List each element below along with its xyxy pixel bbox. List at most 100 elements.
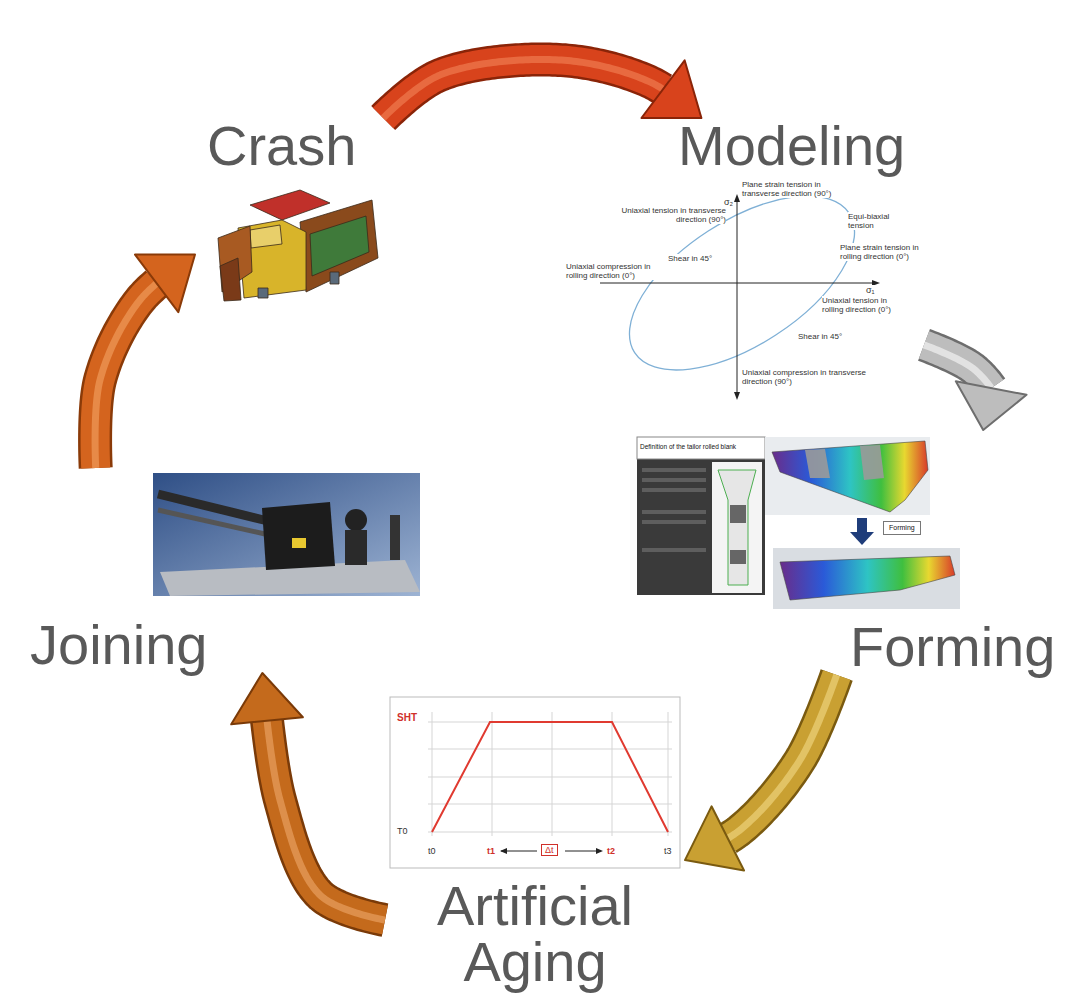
panel-title: Definition of the tailor rolled blank bbox=[640, 443, 762, 450]
arrow-head bbox=[956, 381, 1027, 430]
grid-line bbox=[492, 712, 493, 836]
panel-row bbox=[642, 520, 706, 524]
truck-bed-floor bbox=[310, 216, 369, 276]
tailor-rolled-blank bbox=[718, 470, 756, 585]
temperature-label: T0 bbox=[397, 826, 408, 836]
time-label: t1 bbox=[487, 846, 495, 856]
truck-bracket bbox=[330, 272, 339, 284]
joining-photo bbox=[153, 473, 420, 596]
photo-ground bbox=[153, 473, 420, 596]
time-label: t2 bbox=[607, 846, 615, 856]
truck-model bbox=[218, 190, 378, 301]
temperature-label: SHT bbox=[397, 712, 417, 724]
truck-bed bbox=[300, 200, 378, 292]
duration-label: Δt bbox=[541, 844, 558, 856]
temperature-curve bbox=[432, 722, 668, 832]
stage-node: Forming bbox=[628, 430, 1072, 675]
cycle-arrow bbox=[95, 255, 195, 469]
process-arrow bbox=[857, 518, 867, 532]
chart-frame bbox=[390, 697, 680, 868]
load-case-label: Equi-biaxial tension bbox=[848, 212, 900, 230]
axis-arrowhead bbox=[734, 194, 740, 202]
grid-line bbox=[428, 749, 672, 750]
truck-window bbox=[250, 225, 282, 248]
duration-arrowhead bbox=[596, 848, 603, 854]
process-arrowhead bbox=[850, 532, 874, 545]
blank-zone bbox=[730, 505, 746, 523]
arrow-body bbox=[95, 283, 157, 468]
arrow-highlight bbox=[95, 283, 157, 468]
software-panel bbox=[637, 437, 765, 595]
grid-line bbox=[428, 804, 672, 805]
part-section bbox=[805, 449, 830, 478]
panel-row bbox=[642, 510, 706, 514]
arrow-head bbox=[135, 255, 195, 313]
formed-part bbox=[772, 441, 928, 512]
axis-label: σ₁ bbox=[866, 285, 875, 295]
grid-line bbox=[552, 712, 553, 836]
load-case-label: Plane strain tension in rolling directio… bbox=[840, 243, 920, 261]
grid-line bbox=[428, 777, 672, 778]
arrow-outline bbox=[267, 721, 385, 920]
arrow-body bbox=[728, 675, 837, 838]
clamp-post bbox=[345, 530, 367, 565]
panel-row bbox=[642, 478, 706, 482]
load-case-label: Uniaxial compression in transverse direc… bbox=[742, 368, 872, 386]
panel-row bbox=[642, 488, 706, 492]
stage-node: Crash bbox=[195, 118, 389, 313]
axis-sigma2 bbox=[737, 198, 738, 396]
arrow-head bbox=[231, 673, 303, 724]
grid-line bbox=[668, 712, 669, 836]
grid-line bbox=[432, 712, 433, 836]
load-case-label: Plane strain tension in transverse direc… bbox=[742, 180, 852, 198]
duration-arrowhead bbox=[500, 848, 507, 854]
chart-grid bbox=[428, 712, 672, 836]
panel-header bbox=[637, 437, 765, 459]
duration-arrow bbox=[565, 851, 601, 852]
yield-locus-plot bbox=[600, 161, 883, 404]
stage-label: Modeling bbox=[678, 118, 924, 174]
formed-part bbox=[780, 556, 955, 600]
stage-label: Forming bbox=[850, 619, 1072, 675]
load-case-label: Uniaxial tension in transverse direction… bbox=[618, 206, 726, 224]
arrow-highlight bbox=[267, 721, 385, 920]
stage-label: Artificial Aging bbox=[415, 878, 655, 990]
clamp-knob bbox=[345, 509, 367, 531]
cycle-arrow bbox=[685, 675, 837, 871]
stage-label: Joining bbox=[30, 617, 429, 673]
part-section bbox=[860, 445, 884, 480]
time-label: t0 bbox=[428, 846, 436, 856]
load-case-label: Uniaxial tension in rolling direction (0… bbox=[822, 296, 910, 314]
panel-row bbox=[642, 468, 706, 472]
blank-view bbox=[712, 462, 762, 593]
time-label: t3 bbox=[664, 846, 672, 856]
arrow-highlight bbox=[728, 675, 837, 838]
part-view bbox=[765, 437, 930, 515]
axis-arrowhead bbox=[734, 392, 740, 400]
fixture-rod bbox=[158, 494, 272, 522]
forming-screenshots bbox=[637, 437, 960, 609]
stage-node: Artificial Aging bbox=[385, 690, 685, 990]
arrow-outline bbox=[383, 59, 663, 118]
blank-zone bbox=[730, 550, 746, 564]
panel-row bbox=[642, 548, 706, 552]
axis-label: σ₂ bbox=[724, 197, 733, 207]
yield-ellipse bbox=[601, 161, 883, 404]
truck-front bbox=[220, 258, 241, 301]
fixture-rod bbox=[158, 510, 265, 534]
stage-label: Crash bbox=[207, 118, 389, 174]
grid-line bbox=[428, 832, 672, 833]
axis-sigma1 bbox=[600, 283, 876, 284]
grid-line bbox=[612, 712, 613, 836]
cycle-arrow bbox=[231, 673, 385, 920]
aging-chart bbox=[390, 697, 680, 868]
cycle-arrow bbox=[924, 345, 1027, 430]
arrow-head bbox=[685, 806, 744, 870]
arrow-head bbox=[641, 60, 701, 118]
step-label: Forming bbox=[883, 521, 921, 535]
clamp-block bbox=[262, 502, 335, 570]
